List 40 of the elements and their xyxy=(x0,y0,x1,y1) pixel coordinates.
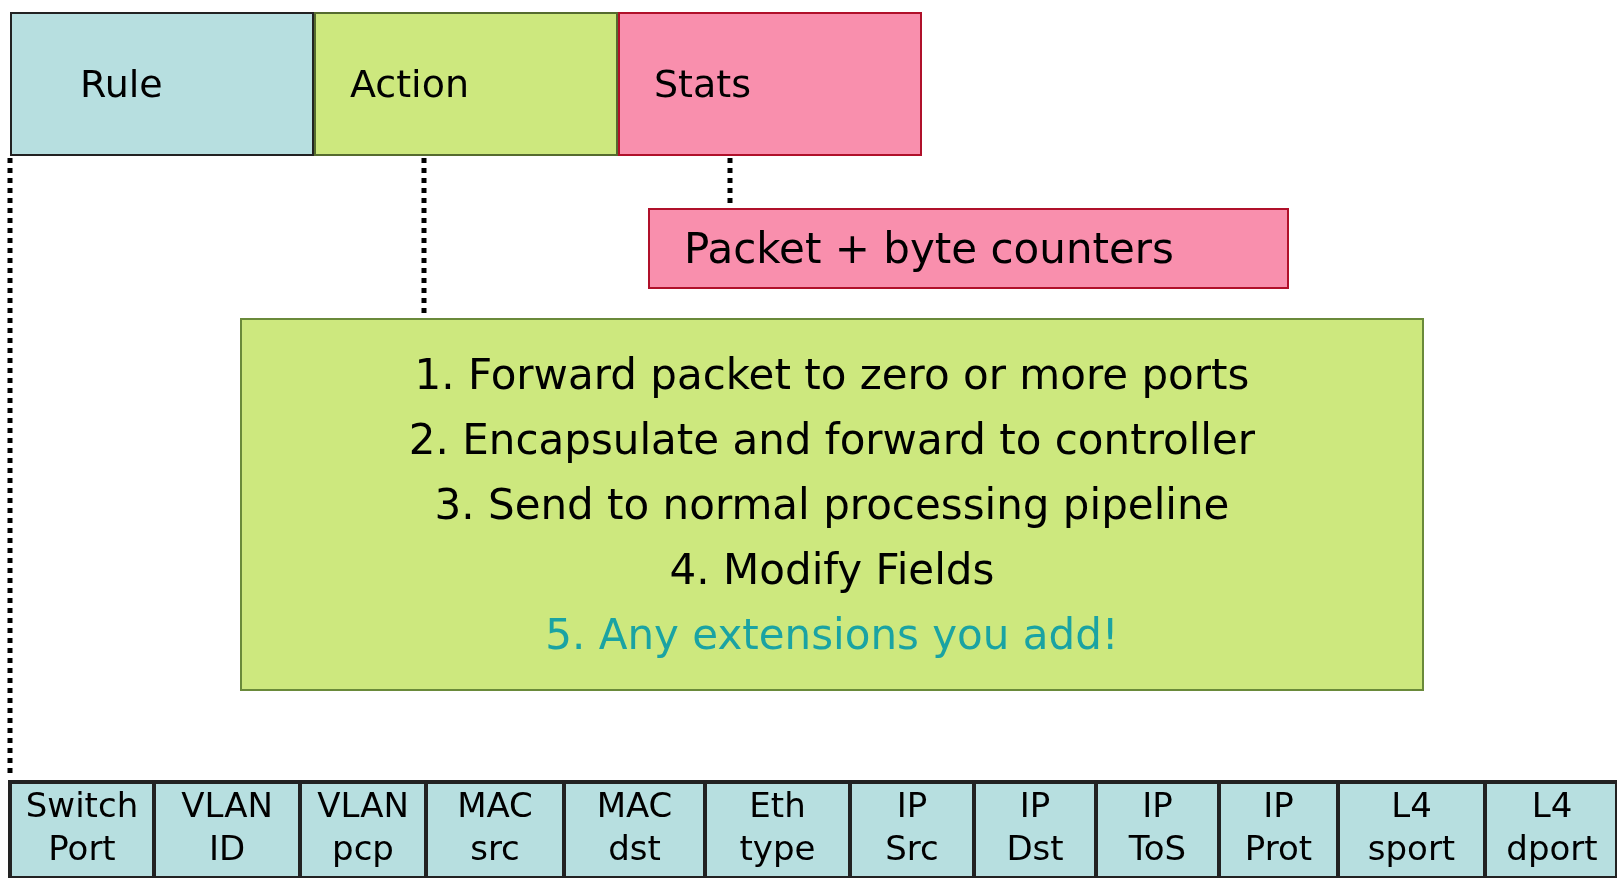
dotted-connector xyxy=(727,158,733,206)
field-label: IP ToS xyxy=(1127,784,1188,869)
field-cell xyxy=(1219,782,1338,876)
box-label: Stats xyxy=(654,60,751,108)
field-cell xyxy=(10,782,154,876)
box-label: Packet + byte counters xyxy=(684,222,1174,275)
action-box xyxy=(314,12,618,156)
list-item: 5. Any extensions you add! xyxy=(545,609,1119,662)
counters-box xyxy=(648,208,1289,289)
field-label: L4 dport xyxy=(1505,784,1599,869)
field-cell xyxy=(426,782,564,876)
box-label: Rule xyxy=(80,60,163,108)
field-cell xyxy=(1096,782,1219,876)
field-label: IP Dst xyxy=(1005,784,1065,869)
box-label: Action xyxy=(350,60,469,108)
field-cell xyxy=(154,782,300,876)
field-label: IP Prot xyxy=(1243,784,1314,869)
list-item: 2. Encapsulate and forward to controller xyxy=(408,413,1256,466)
field-label: IP Src xyxy=(884,784,940,869)
field-label: MAC src xyxy=(456,784,534,869)
field-cell xyxy=(1485,782,1615,876)
field-label: MAC dst xyxy=(595,784,674,869)
dotted-connector xyxy=(421,158,427,316)
field-label: Eth type xyxy=(738,784,817,869)
field-cell xyxy=(564,782,705,876)
list-item: 3. Send to normal processing pipeline xyxy=(434,478,1230,531)
field-label: VLAN ID xyxy=(180,784,274,869)
field-cell xyxy=(705,782,850,876)
action-list-box xyxy=(240,318,1424,691)
field-label: Switch Port xyxy=(24,784,140,869)
field-label: VLAN pcp xyxy=(316,784,410,869)
field-label: L4 sport xyxy=(1366,784,1457,869)
field-cell xyxy=(300,782,426,876)
field-cell xyxy=(974,782,1096,876)
header-fields-bar xyxy=(8,780,1617,878)
stats-box xyxy=(618,12,922,156)
list-item: 4. Modify Fields xyxy=(669,544,995,597)
list-item: 1. Forward packet to zero or more ports xyxy=(414,348,1250,401)
field-cell xyxy=(1338,782,1485,876)
field-cell xyxy=(850,782,974,876)
